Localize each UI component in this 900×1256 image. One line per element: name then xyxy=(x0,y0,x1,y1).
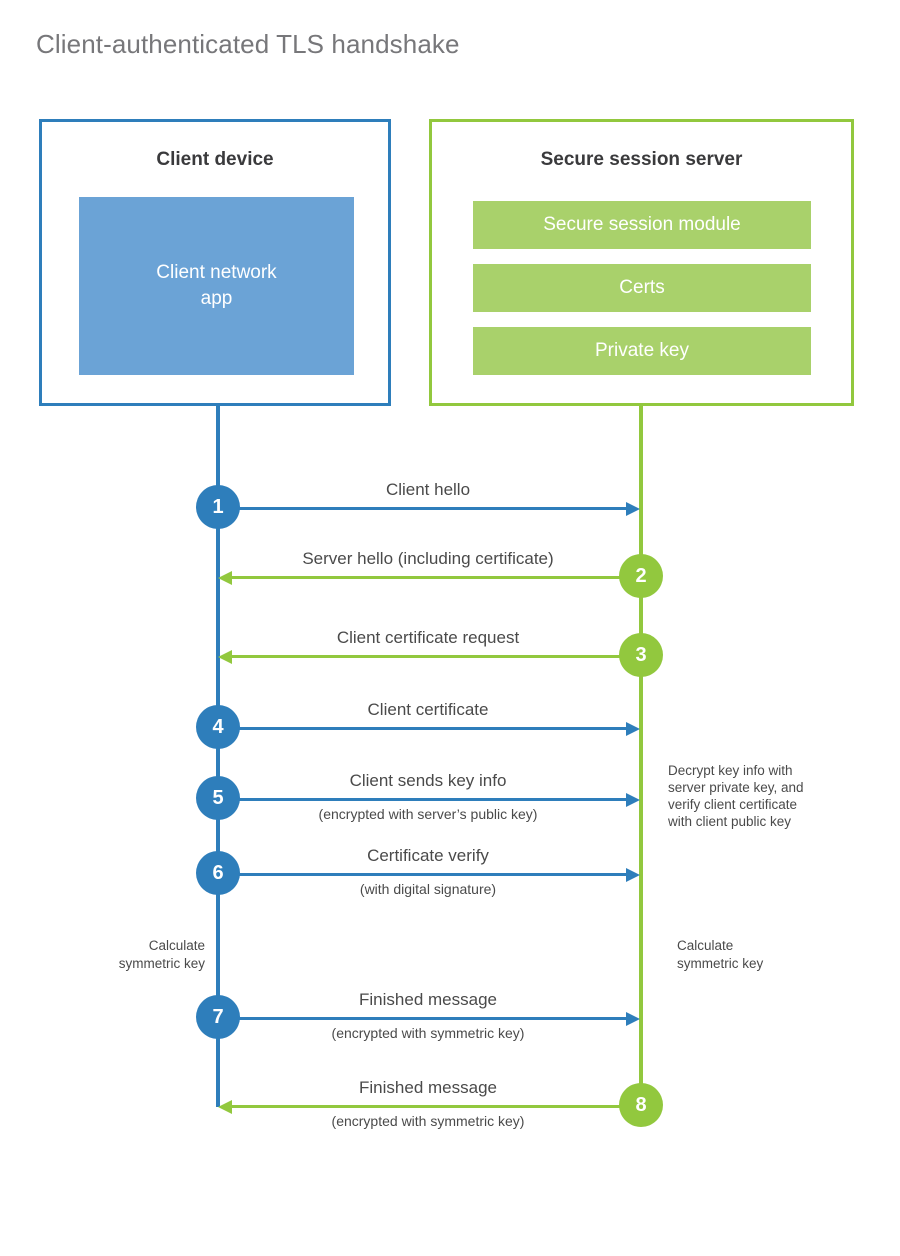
message-label: Finished message xyxy=(359,1078,497,1097)
secure-session-server-title: Secure session server xyxy=(540,149,743,170)
server-component-secure-session-module: Secure session module xyxy=(473,201,811,249)
arrow-head-right-icon xyxy=(626,792,640,807)
client-network-app-block: Client network app xyxy=(79,197,354,375)
step-circle-5[interactable]: 5 xyxy=(196,776,240,820)
message-arrow-line xyxy=(218,727,630,730)
client-lifeline xyxy=(216,404,220,1107)
client-device-box: Client device Client network app xyxy=(39,119,391,406)
client-app-label-line2: app xyxy=(200,288,233,309)
server-lifeline xyxy=(639,404,643,1107)
step-circle-7[interactable]: 7 xyxy=(196,995,240,1039)
message-arrow-line xyxy=(218,873,630,876)
message-label: Client hello xyxy=(385,480,471,499)
annotation-line: symmetric key xyxy=(677,956,764,971)
server-component-label: Secure session module xyxy=(543,214,741,235)
annotation-line: Calculate xyxy=(148,938,205,953)
step-number: 7 xyxy=(212,1005,224,1028)
annotation-line: server private key, and xyxy=(668,780,804,795)
message-label: Client certificate xyxy=(367,700,489,719)
arrow-head-left-icon xyxy=(218,570,232,585)
annotation-line: Decrypt key info with xyxy=(668,763,793,778)
client-device-title: Client device xyxy=(156,149,274,170)
client-app-label-line1: Client network xyxy=(156,262,277,283)
arrow-head-right-icon xyxy=(626,1011,640,1026)
step-number: 1 xyxy=(212,495,224,518)
message-sublabel: (encrypted with server’s public key) xyxy=(318,806,538,822)
page-title: Client-authenticated TLS handshake xyxy=(36,29,460,59)
arrow-head-right-icon xyxy=(626,721,640,736)
server-component-certs: Certs xyxy=(473,264,811,312)
step-number: 5 xyxy=(212,786,224,809)
annotation-line: symmetric key xyxy=(118,956,205,971)
annotation-line: with client public key xyxy=(668,814,792,829)
message-arrow-line xyxy=(228,1105,640,1108)
arrow-head-left-icon xyxy=(218,1099,232,1114)
message-sublabel: (encrypted with symmetric key) xyxy=(331,1025,525,1041)
message-arrow-line xyxy=(228,655,640,658)
secure-session-server-box: Secure session server Secure session mod… xyxy=(429,119,854,406)
message-label: Certificate verify xyxy=(367,846,489,865)
client-calculate-symmetric-key-annotation: Calculate symmetric key xyxy=(60,937,205,973)
server-component-private-key: Private key xyxy=(473,327,811,375)
message-arrow-line xyxy=(218,1017,630,1020)
annotation-line: Calculate xyxy=(677,938,734,953)
step-circle-3[interactable]: 3 xyxy=(619,633,663,677)
step-number: 4 xyxy=(212,715,224,738)
message-arrow-line xyxy=(218,507,630,510)
step-circle-4[interactable]: 4 xyxy=(196,705,240,749)
arrow-head-left-icon xyxy=(218,649,232,664)
step-number: 6 xyxy=(212,861,224,884)
step-number: 8 xyxy=(635,1093,647,1116)
server-decrypt-annotation: Decrypt key info with server private key… xyxy=(668,762,853,830)
arrow-head-right-icon xyxy=(626,501,640,516)
message-label: Finished message xyxy=(359,990,497,1009)
message-label: Server hello (including certificate) xyxy=(302,549,554,568)
server-calculate-symmetric-key-annotation: Calculate symmetric key xyxy=(677,937,837,973)
step-circle-8[interactable]: 8 xyxy=(619,1083,663,1127)
step-circle-6[interactable]: 6 xyxy=(196,851,240,895)
server-component-label: Private key xyxy=(595,340,689,361)
client-network-app-label: Client network app xyxy=(117,260,317,312)
message-arrow-line xyxy=(218,798,630,801)
step-circle-1[interactable]: 1 xyxy=(196,485,240,529)
message-arrow-line xyxy=(228,576,640,579)
message-sublabel: (encrypted with symmetric key) xyxy=(331,1113,525,1129)
message-sublabel: (with digital signature) xyxy=(359,881,497,897)
step-circle-2[interactable]: 2 xyxy=(619,554,663,598)
message-label: Client certificate request xyxy=(336,628,520,647)
step-number: 3 xyxy=(635,643,647,666)
message-label: Client sends key info xyxy=(349,771,507,790)
step-number: 2 xyxy=(635,564,647,587)
arrow-head-right-icon xyxy=(626,867,640,882)
annotation-line: verify client certificate xyxy=(668,797,798,812)
server-component-label: Certs xyxy=(619,277,665,298)
